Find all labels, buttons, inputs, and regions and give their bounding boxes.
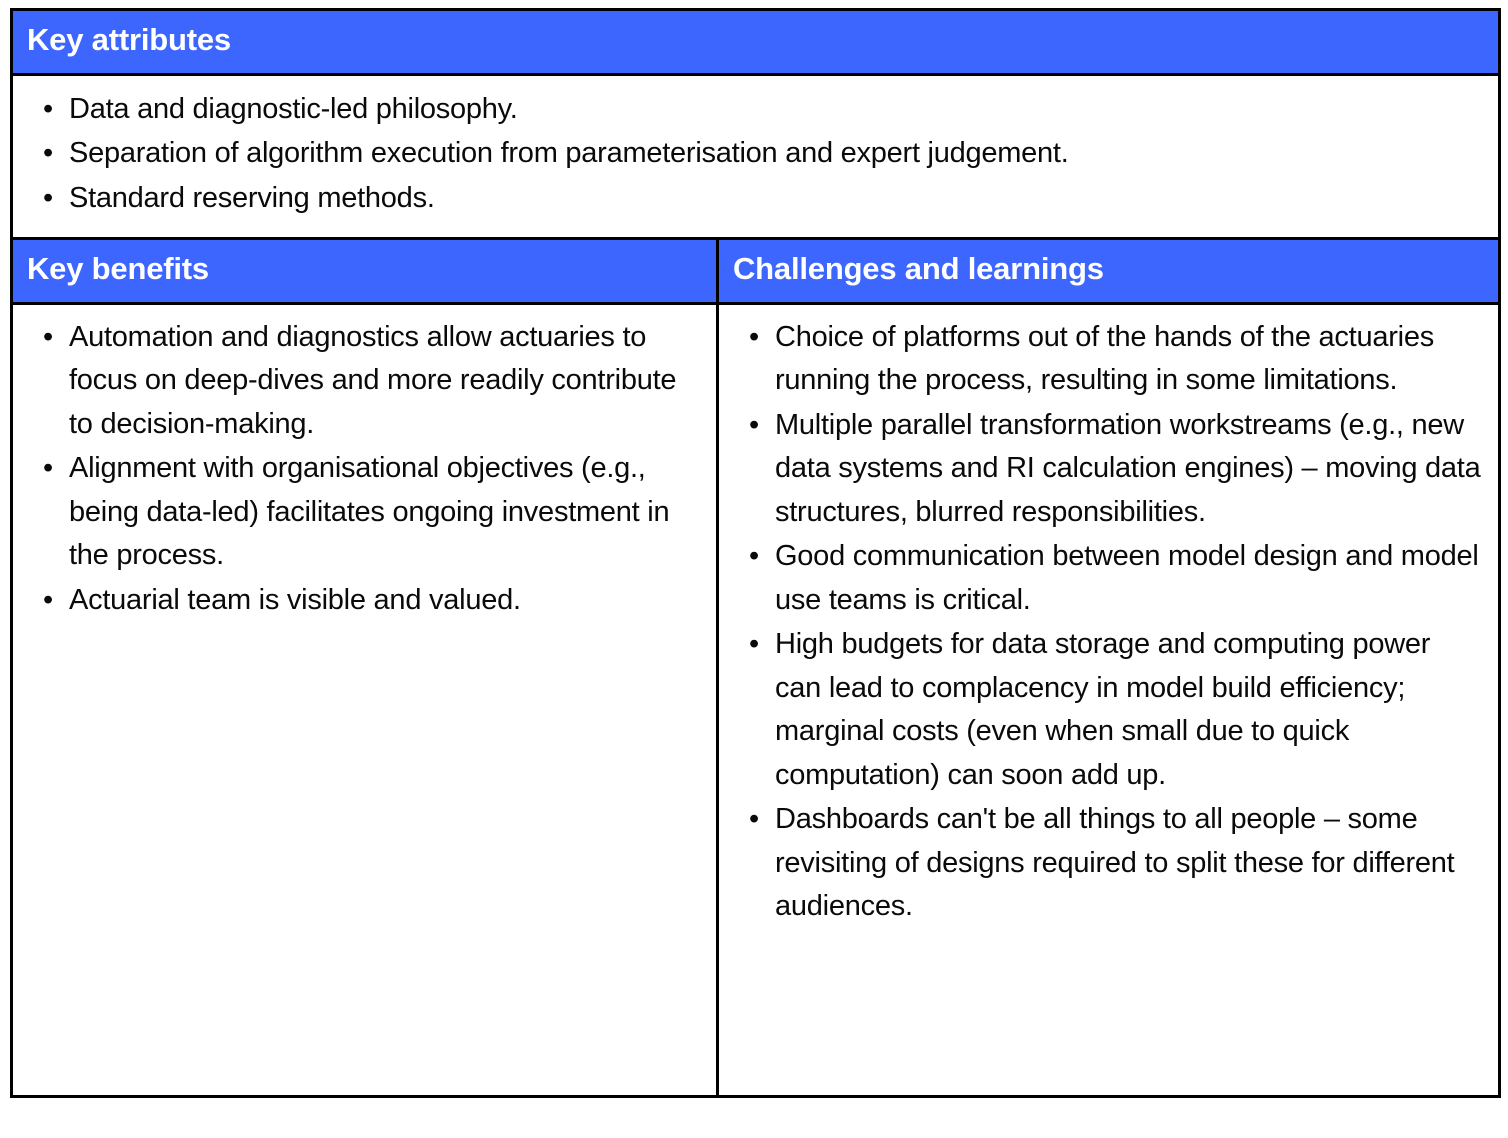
list-item: Automation and diagnostics allow actuari… [29,316,700,447]
table-row-key-attributes-header: Key attributes [10,8,1501,76]
key-attributes-bullet-list: Data and diagnostic-led philosophy. Sepa… [29,88,1482,221]
list-item: Dashboards can't be all things to all pe… [735,798,1482,929]
key-benefits-header-cell: Key benefits [10,237,719,305]
list-item: Good communication between model design … [735,535,1482,622]
challenges-and-learnings-body-cell: Choice of platforms out of the hands of … [716,301,1501,1098]
list-item: Separation of algorithm execution from p… [29,132,1482,176]
key-benefits-bullet-list: Automation and diagnostics allow actuari… [29,316,700,623]
table-row-section-bodies: Automation and diagnostics allow actuari… [10,301,1501,1098]
list-item: Standard reserving methods. [29,177,1482,221]
list-item: Choice of platforms out of the hands of … [735,316,1482,403]
challenges-and-learnings-header-cell: Challenges and learnings [716,237,1501,305]
key-benefits-header-label: Key benefits [27,251,209,287]
key-attributes-body-cell: Data and diagnostic-led philosophy. Sepa… [10,72,1501,241]
table-row-section-headers: Key benefits Challenges and learnings [10,237,1501,305]
list-item: Multiple parallel transformation workstr… [735,404,1482,535]
table-row-key-attributes-body: Data and diagnostic-led philosophy. Sepa… [10,72,1501,241]
key-attributes-table: Key attributes Data and diagnostic-led p… [10,8,1501,1098]
list-item: Actuarial team is visible and valued. [29,579,700,623]
key-attributes-header-label: Key attributes [27,22,231,57]
challenges-and-learnings-bullet-list: Choice of platforms out of the hands of … [735,316,1482,929]
list-item: Data and diagnostic-led philosophy. [29,88,1482,132]
list-item: Alignment with organisational objectives… [29,447,700,578]
list-item: High budgets for data storage and comput… [735,623,1482,797]
key-attributes-header-cell: Key attributes [10,8,1501,76]
key-benefits-body-cell: Automation and diagnostics allow actuari… [10,301,719,1098]
challenges-and-learnings-header-label: Challenges and learnings [733,251,1104,287]
